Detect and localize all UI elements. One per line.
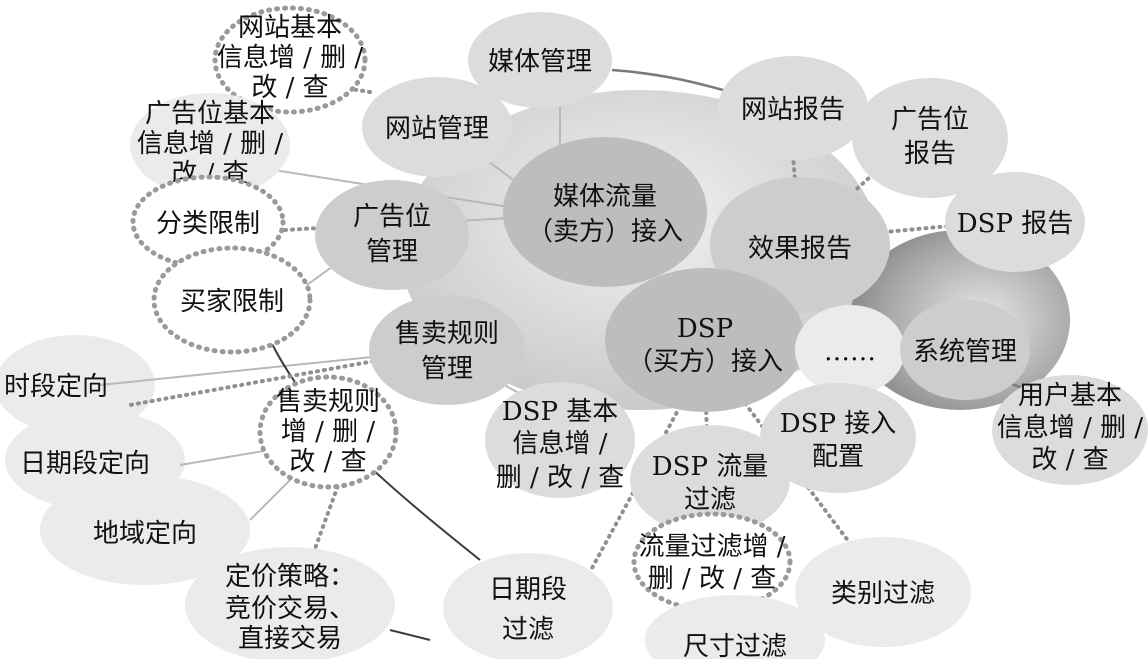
svg-text:分类限制: 分类限制 [156,209,260,239]
svg-text:广告位: 广告位 [353,202,431,232]
svg-text:媒体管理: 媒体管理 [488,47,592,77]
svg-text:过滤: 过滤 [502,615,554,645]
node-site-mgmt: 网站管理 [362,77,512,177]
svg-text:改 / 查: 改 / 查 [1031,445,1108,475]
svg-text:类别过滤: 类别过滤 [831,579,935,609]
svg-text:（买方）接入: （买方）接入 [627,347,783,377]
node-category-limit: 分类限制 [130,174,286,270]
node-pricing-strategy: 定价策略： 竞价交易、 直接交易 [185,547,395,659]
svg-text:日期段定向: 日期段定向 [20,449,150,479]
svg-text:信息增 / 删 /: 信息增 / 删 / [997,413,1144,443]
node-dsp-report: DSP 报告 [945,172,1085,272]
svg-text:竞价交易、: 竞价交易、 [225,594,355,624]
svg-text:网站报告: 网站报告 [741,95,845,125]
node-adslot-basic: 广告位基本 信息增 / 删 / 改 / 查 [130,93,290,197]
node-media-access: 媒体流量 （卖方）接入 [503,137,707,287]
svg-text:定价策略：: 定价策略： [225,562,355,592]
svg-text:DSP 接入: DSP 接入 [780,409,896,439]
svg-text:广告位基本: 广告位基本 [145,99,275,129]
svg-text:增 / 删 /: 增 / 删 / [281,417,376,447]
svg-text:DSP: DSP [677,314,733,344]
node-media-mgmt: 媒体管理 [468,12,612,108]
svg-text:流量过滤增 /: 流量过滤增 / [638,532,785,562]
svg-text:改 / 查: 改 / 查 [289,447,366,477]
svg-text:信息增 / 删 /: 信息增 / 删 / [217,43,364,73]
node-adslot-report: 广告位 报告 [852,78,1008,198]
svg-text:媒体流量: 媒体流量 [553,182,657,212]
node-date-filter: 日期段 过滤 [443,553,613,659]
node-ellipsis: …… [795,305,905,395]
node-sales-rule-mgmt: 售卖规则 管理 [369,295,525,405]
svg-text:报告: 报告 [904,139,956,169]
node-geo-targeting: 地域定向 [93,519,197,549]
node-system-mgmt: 系统管理 [900,300,1030,400]
node-site-report: 网站报告 [718,56,868,160]
node-dsp-basic: DSP 基本 信息增 / 删 / 改 / 查 [485,382,635,498]
svg-text:网站基本: 网站基本 [238,13,342,43]
svg-text:……: …… [824,337,876,367]
svg-text:DSP 流量: DSP 流量 [652,452,768,482]
svg-text:地域定向: 地域定向 [93,519,197,549]
node-user-basic: 用户基本 信息增 / 删 / 改 / 查 [992,375,1148,485]
svg-text:日期段: 日期段 [489,575,567,605]
node-site-basic: 网站基本 信息增 / 删 / 改 / 查 [212,5,368,115]
svg-text:直接交易: 直接交易 [238,624,342,654]
node-category-filter: 类别过滤 [795,537,971,647]
svg-text:管理: 管理 [421,354,473,384]
node-dsp-access: DSP （买方）接入 [605,268,805,412]
svg-text:过滤: 过滤 [684,485,736,515]
node-dsp-traffic-filter: DSP 流量 过滤 [630,425,790,535]
svg-text:网站管理: 网站管理 [385,114,489,144]
svg-text:配置: 配置 [812,442,864,472]
node-sales-rule-crud: 售卖规则 增 / 删 / 改 / 查 [257,374,399,490]
node-time-targeting: 时段定向 [4,372,108,402]
svg-text:系统管理: 系统管理 [913,337,1017,367]
node-traffic-filter-crud: 流量过滤增 / 删 / 改 / 查 [631,511,793,613]
svg-text:用户基本: 用户基本 [1018,381,1122,411]
svg-text:信息增 / 删 /: 信息增 / 删 / [137,129,284,159]
svg-text:时段定向: 时段定向 [4,372,108,402]
svg-text:DSP 基本: DSP 基本 [502,397,618,427]
node-dsp-access-config: DSP 接入 配置 [760,383,916,493]
svg-text:效果报告: 效果报告 [748,234,852,264]
node-date-targeting: 日期段定向 [20,449,150,479]
svg-text:信息增 /: 信息增 / [512,429,607,459]
svg-text:售卖规则: 售卖规则 [276,387,380,417]
svg-text:改 / 查: 改 / 查 [251,73,328,103]
svg-text:DSP 报告: DSP 报告 [957,209,1073,239]
svg-text:删 / 改 / 查: 删 / 改 / 查 [648,564,777,594]
node-adslot-mgmt: 广告位 管理 [315,180,469,290]
svg-text:买家限制: 买家限制 [180,287,284,317]
svg-text:售卖规则: 售卖规则 [395,319,499,349]
svg-text:删 / 改 / 查: 删 / 改 / 查 [496,463,625,493]
svg-text:管理: 管理 [366,237,418,267]
svg-text:广告位: 广告位 [891,105,969,135]
node-size-filter: 尺寸过滤 [645,595,825,659]
node-buyer-limit: 买家限制 [151,245,313,355]
svg-text:（卖方）接入: （卖方）接入 [527,217,683,247]
svg-text:尺寸过滤: 尺寸过滤 [683,632,787,659]
